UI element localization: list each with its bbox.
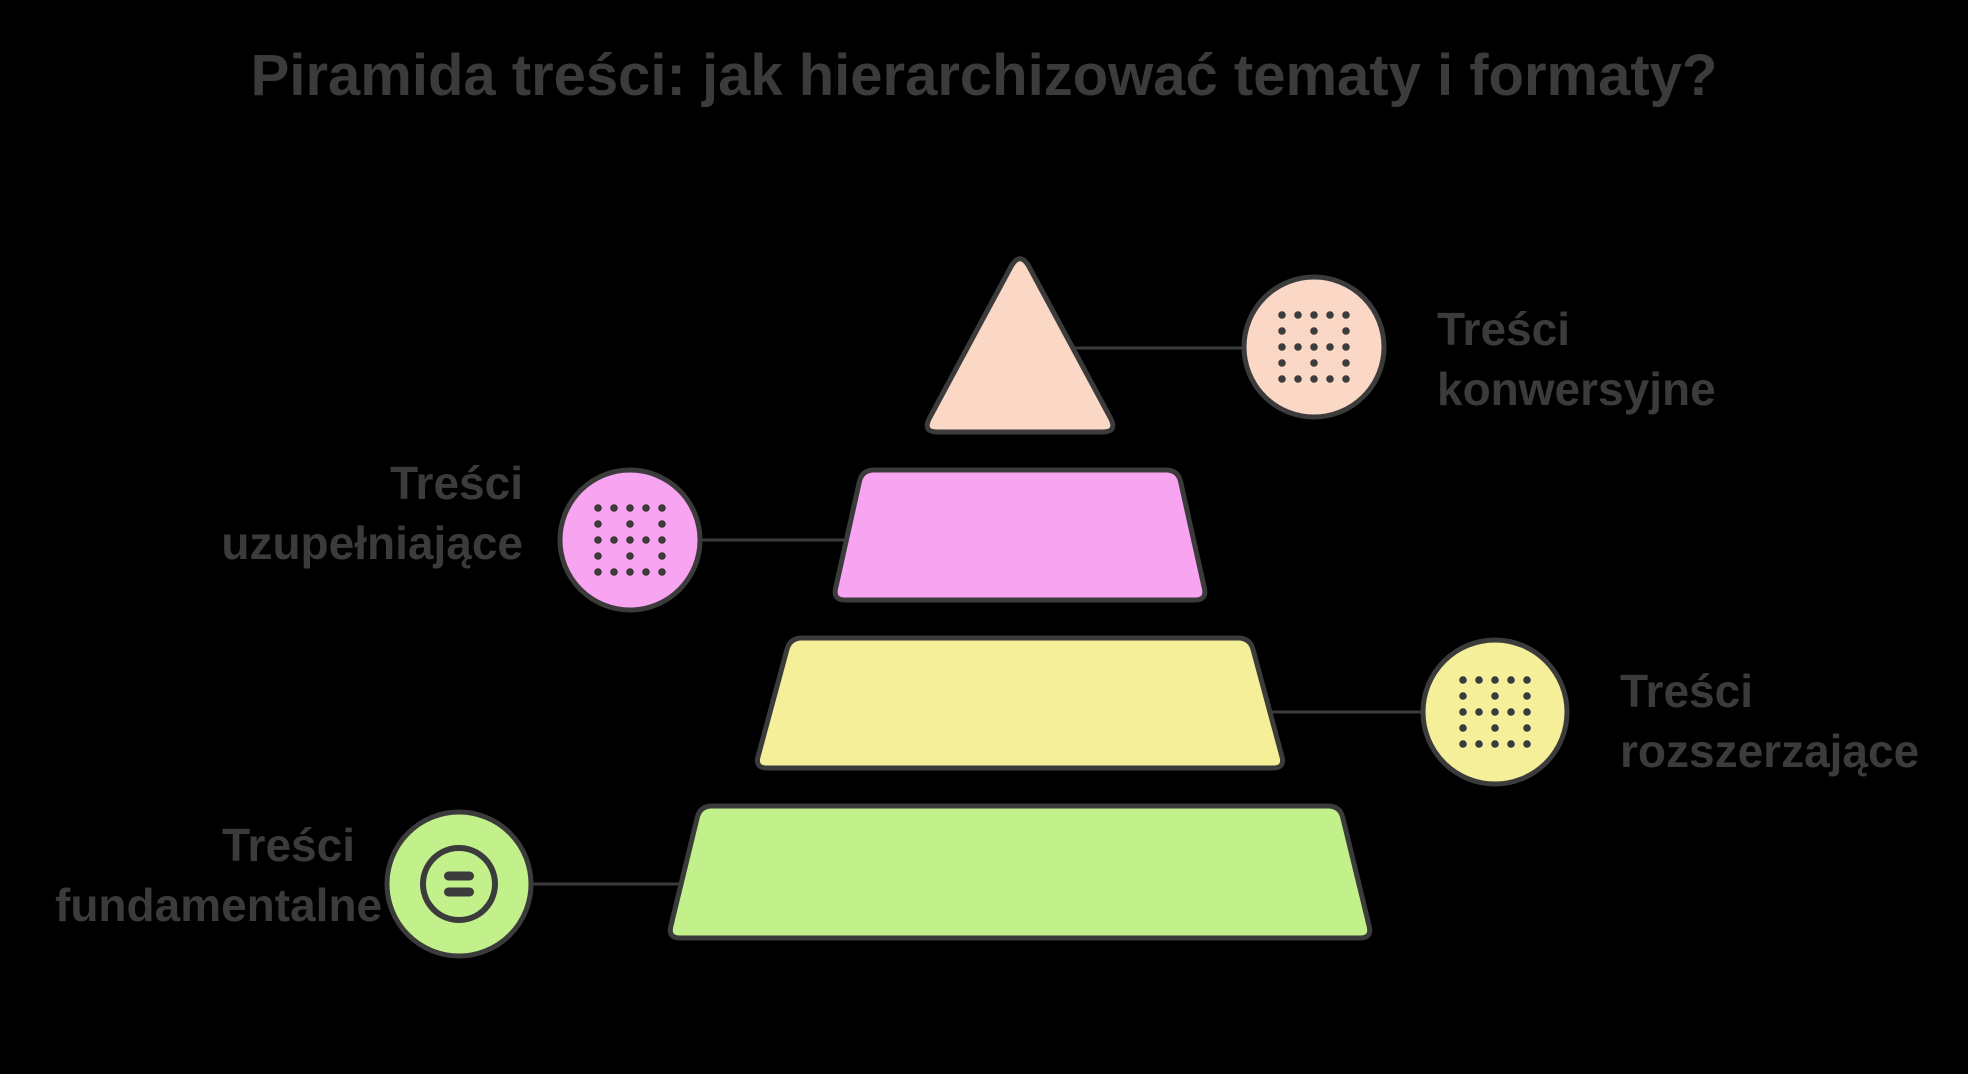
label-konwersyjne: Treści konwersyjne (1437, 300, 1716, 420)
pyramid-level-uzupelniajace (832, 467, 1208, 603)
label-line-1: Treści (390, 457, 523, 509)
label-rozszerzajace: Treści rozszerzające (1620, 662, 1919, 782)
equals-circle-icon (420, 845, 498, 923)
label-fundamentalne: Treści fundamentalne (55, 816, 383, 936)
label-line-2: rozszerzające (1620, 724, 1920, 777)
page-title: Piramida treści: jak hierarchizować tema… (250, 43, 1718, 108)
label-line-1: Treści (1437, 303, 1570, 355)
label-line-1: Treści (1620, 665, 1753, 717)
icon-circle-fundamentalne (384, 809, 534, 959)
label-line-2: fundamentalne (55, 878, 383, 931)
label-line-2: uzupełniające (221, 516, 523, 569)
pyramid-level-fundamentalne (667, 803, 1373, 941)
pyramid-level-konwersyjne (924, 256, 1116, 435)
pyramid-level-rozszerzajace (754, 635, 1286, 771)
label-line-1: Treści (222, 819, 355, 871)
label-uzupelniajace: Treści uzupełniające (103, 454, 523, 574)
label-line-2: konwersyjne (1437, 362, 1716, 415)
